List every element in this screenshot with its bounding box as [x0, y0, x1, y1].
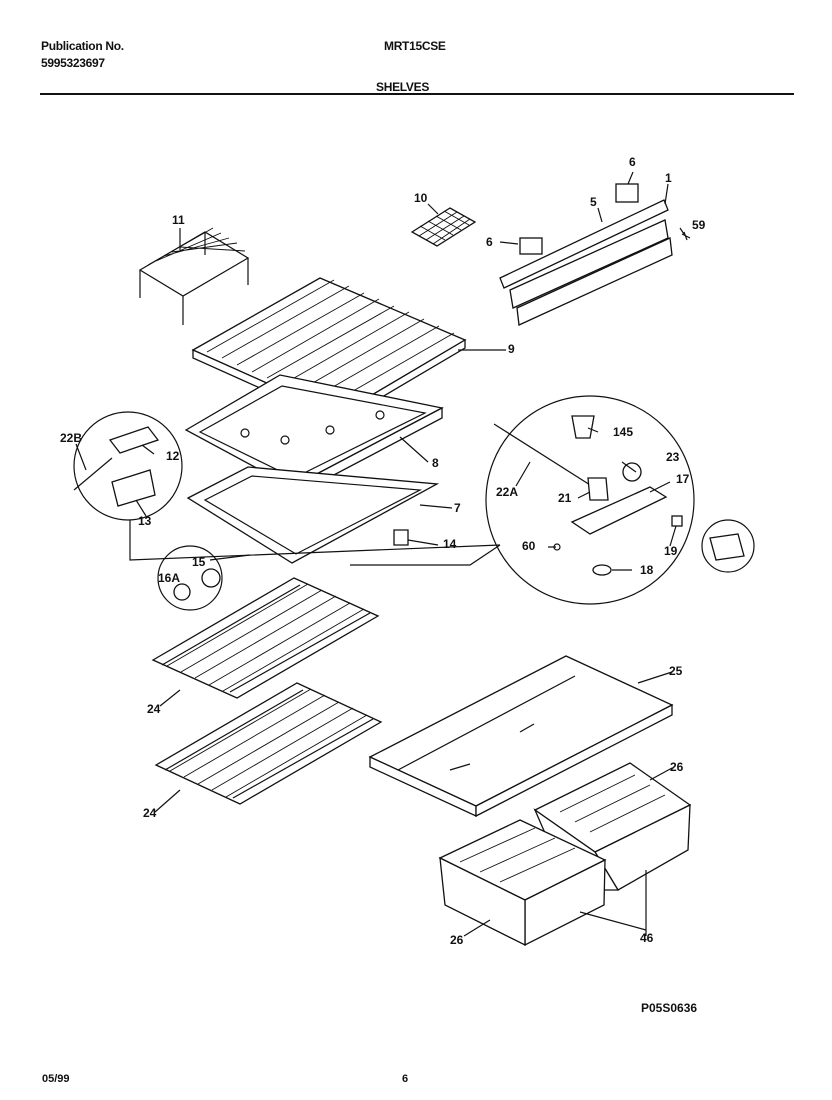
callout-24-upper: 24	[147, 702, 161, 716]
callout-7: 7	[454, 501, 461, 515]
callout-13: 13	[138, 514, 152, 528]
part-24-wire-shelf-upper	[151, 577, 380, 699]
header-rule	[40, 93, 794, 95]
drawing-number: P05S0636	[641, 1001, 697, 1015]
part-11-wire-rack	[138, 227, 250, 325]
callout-145: 145	[613, 425, 633, 439]
callout-5: 5	[590, 195, 597, 209]
callout-19: 19	[664, 544, 678, 558]
callout-9: 9	[508, 342, 515, 356]
callout-16a: 16A	[158, 571, 180, 585]
part-59-screw	[681, 231, 691, 241]
part-6-clip-right	[615, 183, 639, 203]
callout-22b: 22B	[60, 431, 82, 445]
part-5-rail	[499, 199, 673, 326]
callout-12: 12	[166, 449, 180, 463]
callout-60: 60	[522, 539, 536, 553]
callout-26-left: 26	[450, 933, 464, 947]
part-26-crisper-left	[438, 819, 607, 947]
callout-21: 21	[558, 491, 572, 505]
part-24-wire-shelf-lower	[154, 682, 383, 805]
callout-10: 10	[414, 191, 428, 205]
detail-circle-small-right	[701, 519, 755, 573]
section-title: SHELVES	[376, 80, 430, 94]
callout-14: 14	[443, 537, 457, 551]
part-14-bracket	[393, 529, 409, 546]
callout-18: 18	[640, 563, 654, 577]
callout-17: 17	[676, 472, 690, 486]
callout-22a: 22A	[496, 485, 518, 499]
detail-circle-left	[73, 411, 501, 561]
publication-number: 5995323697	[41, 56, 105, 70]
detail-circle-right	[350, 395, 695, 605]
callout-6-top: 6	[629, 155, 636, 169]
publication-label: Publication No.	[41, 39, 124, 53]
callout-24-lower: 24	[143, 806, 157, 820]
callout-23: 23	[666, 450, 680, 464]
part-10-tray	[410, 207, 477, 247]
callout-11: 11	[172, 213, 185, 227]
callout-26-right: 26	[670, 760, 684, 774]
callout-6: 6	[486, 235, 493, 249]
detail-circle-15	[157, 545, 251, 611]
footer-date: 05/99	[42, 1073, 70, 1085]
callout-8: 8	[432, 456, 439, 470]
callout-1: 1	[665, 171, 672, 185]
model-number: MRT15CSE	[384, 39, 446, 53]
part-7-frame	[186, 466, 440, 564]
callout-59: 59	[692, 218, 706, 232]
part-25-crisper-cover	[368, 655, 674, 818]
callout-25: 25	[669, 664, 683, 678]
callout-46: 46	[640, 931, 654, 945]
callout-15: 15	[192, 555, 206, 569]
footer-page-number: 6	[402, 1073, 409, 1085]
part-6-clip-left	[519, 237, 543, 255]
